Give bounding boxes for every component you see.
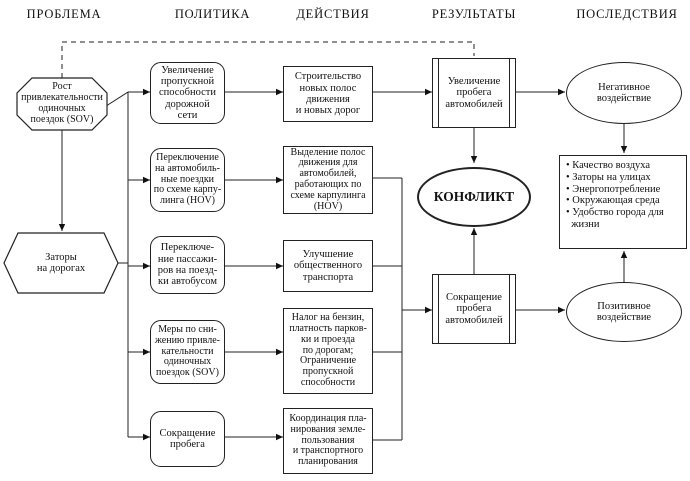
impacts-list: • Качество воздуха • Заторы на улицах • … (559, 155, 687, 249)
node-congestion: Заторы на дорогах (36, 251, 86, 274)
impact-item: • Качество воздуха (566, 160, 651, 171)
header-consequences: ПОСЛЕДСТВИЯ (576, 7, 678, 21)
header-policy: ПОЛИТИКА (174, 7, 251, 21)
policy-reduce-trips: Сокращение пробега (150, 411, 225, 467)
impact-item: • Удобство города для (566, 207, 664, 218)
action-land-use: Координация пла- нирования земле- пользо… (283, 408, 373, 474)
impact-item: жизни (566, 218, 600, 230)
congestion-hexagon (3, 232, 119, 294)
header-actions: ДЕЙСТВИЯ (296, 7, 370, 21)
result-decrease: Сокращение пробега автомобилей (432, 274, 516, 344)
result-conflict: КОНФЛИКТ (417, 167, 531, 227)
action-transit: Улучшение общественного транспорта (283, 240, 373, 292)
action-pricing: Налог на бензин, платность парков- ки и … (283, 308, 373, 394)
policy-bus: Переключе- ние пассажи- ров на поезд- ки… (150, 236, 225, 294)
impact-item: • Окружающая среда (566, 195, 660, 207)
consequence-negative: Негативное воздействие (566, 62, 682, 124)
policy-reduce-sov: Меры по сни- жению привле- кательности о… (150, 320, 225, 384)
policy-carpool: Переключение на автомобиль- ные поездки … (150, 148, 225, 212)
consequence-positive: Позитивное воздействие (566, 282, 682, 342)
action-hov-lanes: Выделение полос движения для автомобилей… (283, 146, 373, 214)
policy-capacity: Увеличение пропускной способности дорожн… (150, 62, 225, 124)
result-increase: Увеличение пробега автомобилей (432, 58, 516, 128)
feedback-dashed-line (61, 41, 475, 78)
impact-item: • Заторы на улицах (566, 171, 651, 183)
action-new-lanes: Строительство новых полос движения и нов… (283, 66, 373, 122)
header-problem: ПРОБЛЕМА (26, 7, 102, 21)
header-results: РЕЗУЛЬТАТЫ (431, 7, 517, 21)
node-sov-growth: Рост привлекательности одиночных поездок… (21, 81, 103, 125)
sov-growth-octagon (16, 77, 108, 131)
impact-item: • Энергопотребление (566, 183, 661, 195)
